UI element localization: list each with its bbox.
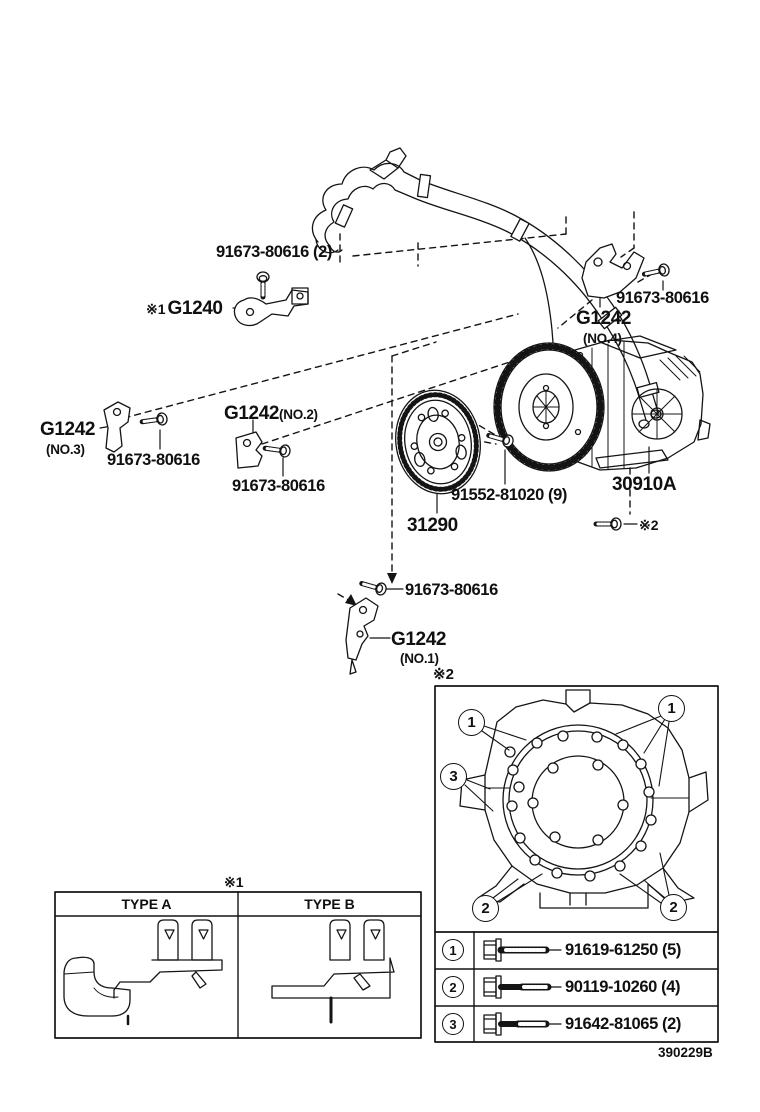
table-part-3: 91642-81065 (2) [565,1015,682,1033]
bracket-g1242-no1-drawing [345,597,379,675]
label-bolt-no4: 91673-80616 [616,289,709,307]
table-callout-1: 1 [442,939,464,961]
bracket-g1242-no2-drawing [235,431,263,469]
inset-case-box [434,685,719,1043]
label-g1242-no1: G1242 [391,629,447,650]
callout-circle-1-topleft: 1 [458,709,485,736]
ref-mark-g1240: ※1 [146,301,166,317]
table-callout-3: 3 [442,1013,464,1035]
leader-arrowheads [345,573,397,606]
label-flex-bolt: 91552-81020 (9) [451,486,568,504]
bracket-g1242-no3-drawing [103,401,131,453]
bracket-g1242-no4-drawing [581,243,645,299]
label-g1242-no4-sub: (NO.4) [583,331,622,346]
wire-harness-drawing [311,147,662,429]
label-case-bolt-ref: ※2 [639,517,659,533]
table-callout-2: 2 [442,976,464,998]
inset-callout-lines [464,715,670,904]
label-bolt-no3: 91673-80616 [107,451,200,469]
callout-circle-3-left: 3 [440,763,467,790]
label-g1242-no2: G1242(NO.2) [224,404,318,423]
label-harness-bolt: 91673-80616 (2) [216,243,333,261]
table-part-1: 91619-61250 (5) [565,941,682,959]
flexplate-drawing [395,389,481,495]
type-a-bracket-drawing [63,919,223,1026]
label-g1242-no4: G1242 [576,308,632,329]
figure-code: 390229B [658,1045,713,1060]
type-b-bracket-drawing [271,919,395,1024]
g1242-no2-sub: (NO.2) [279,407,318,422]
rear-case-drawing [459,689,709,909]
table-bolt-icons [483,938,562,1036]
label-g1242-no3-sub: (NO.3) [46,442,85,457]
callout-circle-2-bottomright: 2 [660,894,687,921]
bracket-g1240-drawing [233,287,309,327]
type-a-header: TYPE A [121,896,172,912]
g1240-code: G1240 [167,298,223,319]
inset-ref-mark: ※2 [433,666,454,683]
table-part-2: 90119-10260 (4) [565,978,681,996]
transaxle-assembly-drawing [493,335,711,472]
callout-circle-2-bottomleft: 2 [472,895,499,922]
callout-circle-1-topright: 1 [658,695,685,722]
label-bolt-no1: 91673-80616 [405,581,498,599]
type-b-header: TYPE B [304,896,355,912]
type-table-box [54,891,422,1039]
label-transaxle: 30910A [612,474,677,495]
label-bolt-no2: 91673-80616 [232,477,325,495]
label-g1242-no1-sub: (NO.1) [400,651,439,666]
type-table-ref-mark: ※1 [224,874,244,890]
g1242-no2-code: G1242 [224,403,280,424]
label-flexplate: 31290 [407,515,458,536]
dashed-leader-lines [123,211,653,603]
label-g1242-no3: G1242 [40,419,96,440]
